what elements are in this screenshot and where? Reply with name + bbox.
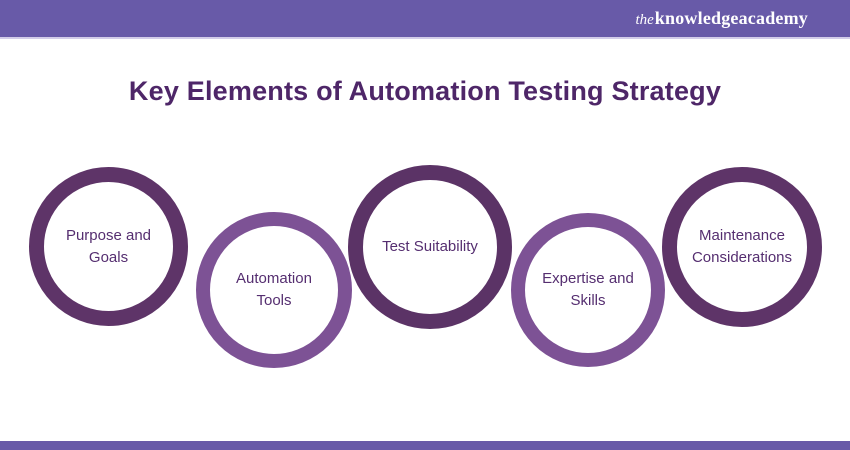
footer-bar bbox=[0, 441, 850, 450]
circle-label-maintenance-considerations: Maintenance Considerations bbox=[691, 227, 793, 266]
logo-word-knowledge: knowledge bbox=[654, 8, 739, 28]
circle-test-suitability: Test Suitability bbox=[348, 165, 512, 329]
circle-label-purpose-and-goals: Purpose and Goals bbox=[65, 226, 152, 266]
circle-label-expertise-and-skills: Expertise and Skills bbox=[542, 270, 634, 309]
circle-maintenance-considerations: Maintenance Considerations bbox=[662, 167, 822, 327]
circle-purpose-and-goals: Purpose and Goals bbox=[29, 167, 188, 326]
circle-expertise-and-skills: Expertise and Skills bbox=[511, 213, 665, 367]
page-title: Key Elements of Automation Testing Strat… bbox=[128, 76, 722, 106]
circle-label-test-suitability: Test Suitability bbox=[382, 238, 478, 255]
logo-word-academy: academy bbox=[738, 8, 808, 28]
circle-label-automation-tools: Automation Tools bbox=[236, 270, 312, 309]
circle-automation-tools: Automation Tools bbox=[196, 212, 352, 368]
logo-word-the: the bbox=[635, 12, 654, 28]
